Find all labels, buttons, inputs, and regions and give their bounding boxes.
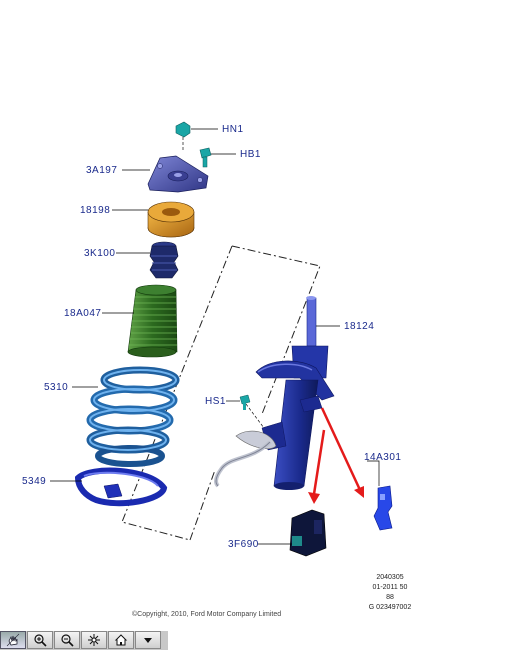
fit-view-icon bbox=[88, 634, 100, 646]
chevron-down-icon bbox=[144, 638, 152, 643]
screw-hs1[interactable] bbox=[239, 394, 251, 410]
strut-18124[interactable] bbox=[213, 296, 335, 490]
zoom-in-button[interactable] bbox=[27, 631, 53, 649]
home-button[interactable] bbox=[108, 631, 134, 649]
callout-14a301[interactable]: 14A301 bbox=[364, 452, 401, 463]
arrow-to-14a301 bbox=[320, 407, 364, 498]
reset-view-button[interactable] bbox=[81, 631, 107, 649]
callout-3k100[interactable]: 3K100 bbox=[84, 248, 115, 259]
hand-icon bbox=[6, 633, 20, 647]
bracket-14a301[interactable] bbox=[373, 485, 393, 531]
bracket-3f690[interactable] bbox=[289, 509, 327, 557]
reference-line-4: G 023497002 bbox=[368, 604, 412, 611]
callout-5349[interactable]: 5349 bbox=[22, 476, 46, 487]
zoom-out-icon bbox=[61, 634, 74, 647]
zoom-out-button[interactable] bbox=[54, 631, 80, 649]
spring-seat-5349[interactable] bbox=[74, 467, 168, 507]
assembly-outline-lower bbox=[189, 469, 216, 541]
callout-hs1[interactable]: HS1 bbox=[205, 396, 226, 407]
bump-stop-3k100[interactable] bbox=[149, 241, 179, 279]
menu-dropdown-button[interactable] bbox=[135, 631, 161, 649]
top-mount-3a197[interactable] bbox=[147, 155, 209, 193]
reference-line-3: 88 bbox=[386, 594, 394, 601]
leader-14a301 bbox=[367, 460, 380, 486]
callout-3f690[interactable]: 3F690 bbox=[228, 539, 259, 550]
dust-boot-18a047[interactable] bbox=[127, 284, 178, 358]
callout-hn1[interactable]: HN1 bbox=[222, 124, 244, 135]
coil-spring-5310[interactable] bbox=[86, 366, 180, 467]
arrow-to-3f690 bbox=[308, 429, 326, 504]
callout-5310[interactable]: 5310 bbox=[44, 382, 68, 393]
callout-3a197[interactable]: 3A197 bbox=[86, 165, 117, 176]
exploded-parts-diagram: HN1 HB1 3A197 18198 3K100 18A047 bbox=[22, 121, 401, 557]
bolt-hb1[interactable] bbox=[199, 147, 212, 168]
zoom-in-icon bbox=[34, 634, 47, 647]
callout-18a047[interactable]: 18A047 bbox=[64, 308, 101, 319]
nut-hn1[interactable] bbox=[175, 121, 191, 150]
pan-tool-button[interactable] bbox=[0, 631, 26, 649]
reference-line-1: 2040305 bbox=[376, 574, 404, 581]
reference-line-2: 01-2011 50 bbox=[372, 584, 408, 591]
reference-code-block: 2040305 01-2011 50 88 G 023497002 bbox=[360, 573, 420, 613]
callout-18124[interactable]: 18124 bbox=[344, 321, 374, 332]
bearing-18198[interactable] bbox=[147, 201, 195, 238]
callout-18198[interactable]: 18198 bbox=[80, 205, 110, 216]
viewer-toolbar bbox=[0, 631, 168, 650]
copyright-text: ©Copyright, 2010, Ford Motor Company Lim… bbox=[132, 611, 282, 618]
callout-hb1[interactable]: HB1 bbox=[240, 149, 261, 160]
home-icon bbox=[114, 634, 128, 646]
